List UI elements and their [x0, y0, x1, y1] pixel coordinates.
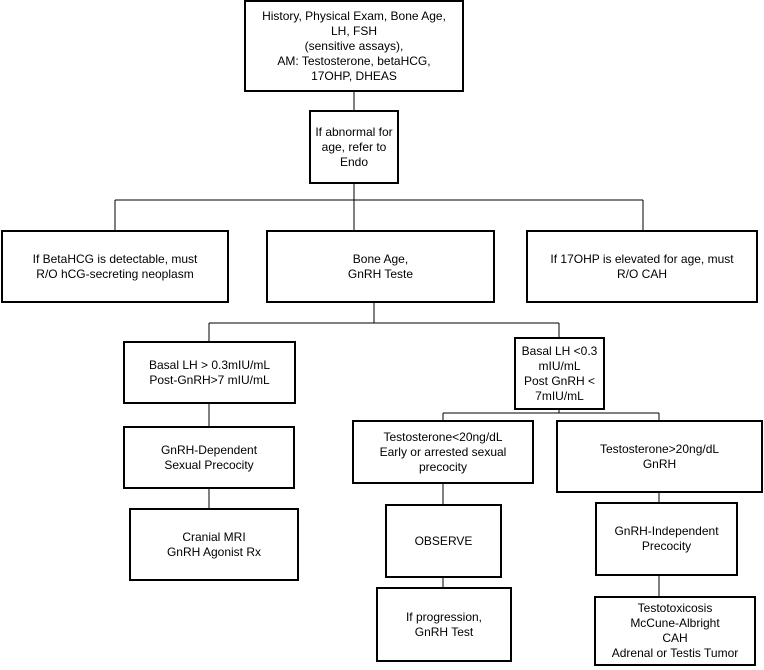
node-refer-endo-label: If abnormal for age, refer to Endo	[315, 124, 393, 169]
node-basal-lh-low-label: Basal LH <0.3 mIU/mL Post GnRH < 7mIU/mL	[521, 343, 598, 403]
node-betahcg-detectable: If BetaHCG is detectable, must R/O hCG-s…	[1, 230, 229, 303]
node-progression-label: If progression, GnRH Test	[405, 609, 483, 639]
node-testotoxicosis: Testotoxicosis McCune-Albright CAH Adren…	[594, 596, 756, 666]
node-betahcg-detectable-label: If BetaHCG is detectable, must R/O hCG-s…	[32, 251, 198, 281]
node-testosterone-high: Testosterone>20ng/dL GnRH	[556, 420, 763, 493]
node-basal-lh-high-label: Basal LH > 0.3mIU/mL Post-GnRH>7 mIU/mL	[148, 357, 271, 387]
node-17ohp-elevated-label: If 17OHP is elevated for age, must R/O C…	[550, 251, 734, 281]
node-testosterone-low: Testosterone<20ng/dL Early or arrested s…	[352, 420, 534, 484]
node-basal-lh-high: Basal LH > 0.3mIU/mL Post-GnRH>7 mIU/mL	[123, 341, 296, 404]
node-observe-label: OBSERVE	[414, 533, 473, 548]
node-gnrh-independent: GnRH-Independent Precocity	[595, 502, 738, 576]
node-gnrh-independent-label: GnRH-Independent Precocity	[614, 524, 719, 553]
node-testotoxicosis-label: Testotoxicosis McCune-Albright CAH Adren…	[611, 601, 739, 660]
node-initial-workup: History, Physical Exam, Bone Age, LH, FS…	[244, 0, 464, 92]
node-cranial-mri: Cranial MRI GnRH Agonist Rx	[129, 508, 299, 581]
node-17ohp-elevated: If 17OHP is elevated for age, must R/O C…	[526, 230, 758, 303]
node-bone-age-gnrh: Bone Age, GnRH Teste	[266, 230, 495, 303]
node-testosterone-high-label: Testosterone>20ng/dL GnRH	[599, 441, 720, 471]
node-basal-lh-low: Basal LH <0.3 mIU/mL Post GnRH < 7mIU/mL	[514, 337, 605, 410]
node-testosterone-low-label: Testosterone<20ng/dL Early or arrested s…	[379, 429, 507, 474]
node-gnrh-dependent-label: GnRH-Dependent Sexual Precocity	[160, 442, 258, 472]
node-refer-endo: If abnormal for age, refer to Endo	[309, 110, 399, 184]
node-cranial-mri-label: Cranial MRI GnRH Agonist Rx	[166, 529, 262, 559]
node-initial-workup-label: History, Physical Exam, Bone Age, LH, FS…	[262, 8, 446, 83]
node-progression: If progression, GnRH Test	[376, 587, 512, 662]
node-observe: OBSERVE	[385, 504, 502, 578]
node-gnrh-dependent: GnRH-Dependent Sexual Precocity	[123, 426, 295, 489]
node-bone-age-gnrh-label: Bone Age, GnRH Teste	[347, 251, 414, 281]
